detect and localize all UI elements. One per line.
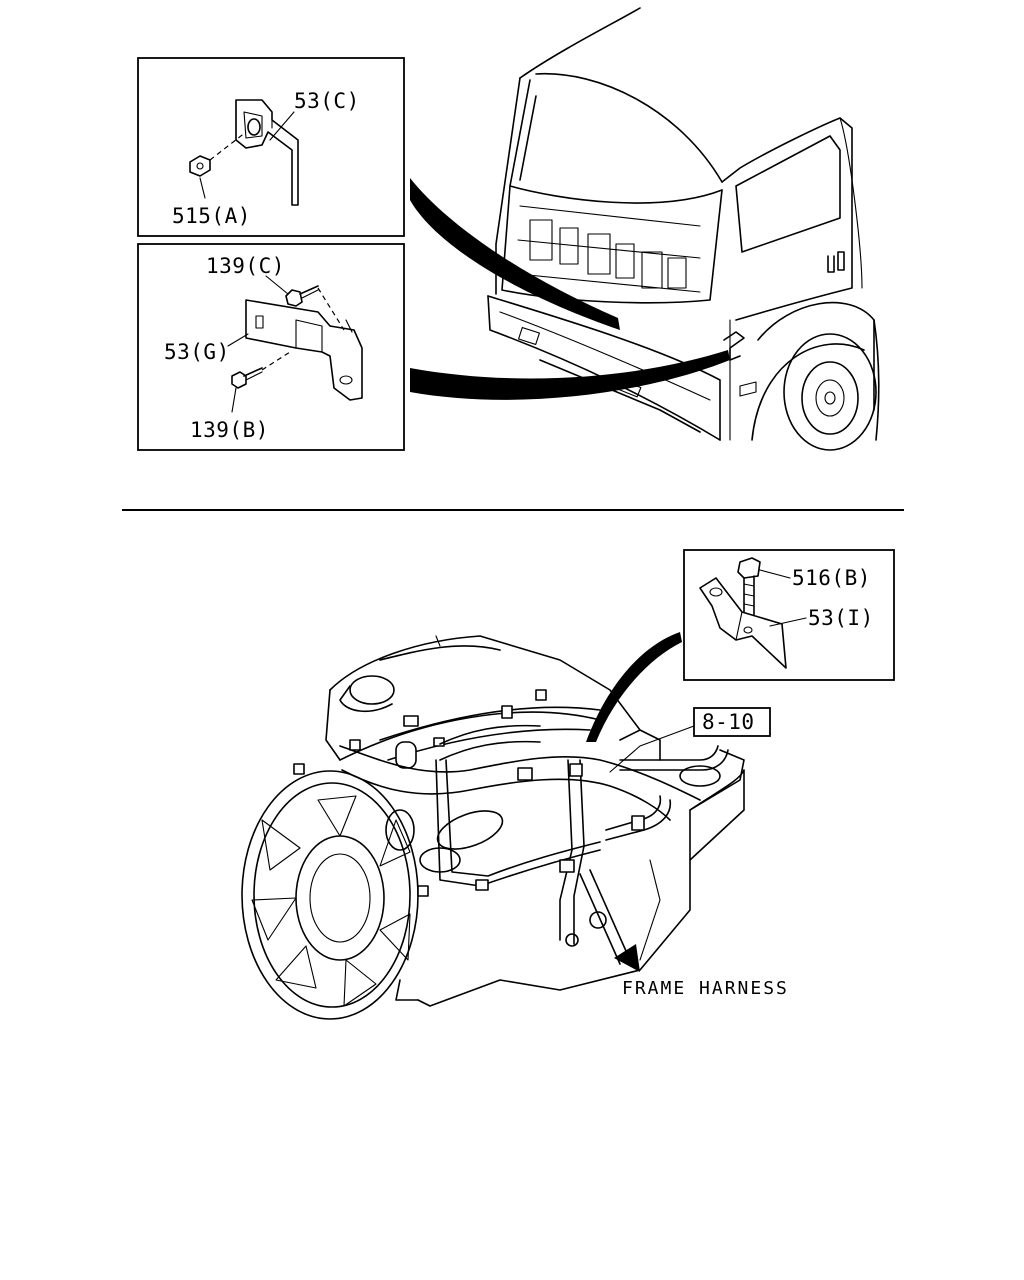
label-ref-8-10: 8-10 [702,710,755,734]
callout-swoosh-lower [410,350,730,400]
label-139c: 139(C) [206,254,285,278]
label-139b: 139(B) [190,418,269,442]
label-53c: 53(C) [294,89,360,113]
truck-cab-drawing [487,7,880,451]
callout-swoosh-upper [410,178,620,330]
engine-harness-drawing [241,635,745,1020]
label-515a: 515(A) [172,204,251,228]
label-53g: 53(G) [164,340,230,364]
detail-box-bracket-53c: 53(C) 515(A) [137,57,405,237]
label-frame-harness: FRAME HARNESS [622,978,789,999]
callout-swoosh-engine [586,632,682,742]
frame-harness-arrow: FRAME HARNESS [579,869,789,999]
detail-box-bracket-53i: 516(B) 53(I) [683,549,895,681]
label-516b: 516(B) [792,566,871,590]
reference-box-8-10: 8-10 [609,707,771,773]
detail-box-bracket-53g: 139(C) 53(G) 139(B) [137,243,405,451]
label-53i: 53(I) [808,606,874,630]
